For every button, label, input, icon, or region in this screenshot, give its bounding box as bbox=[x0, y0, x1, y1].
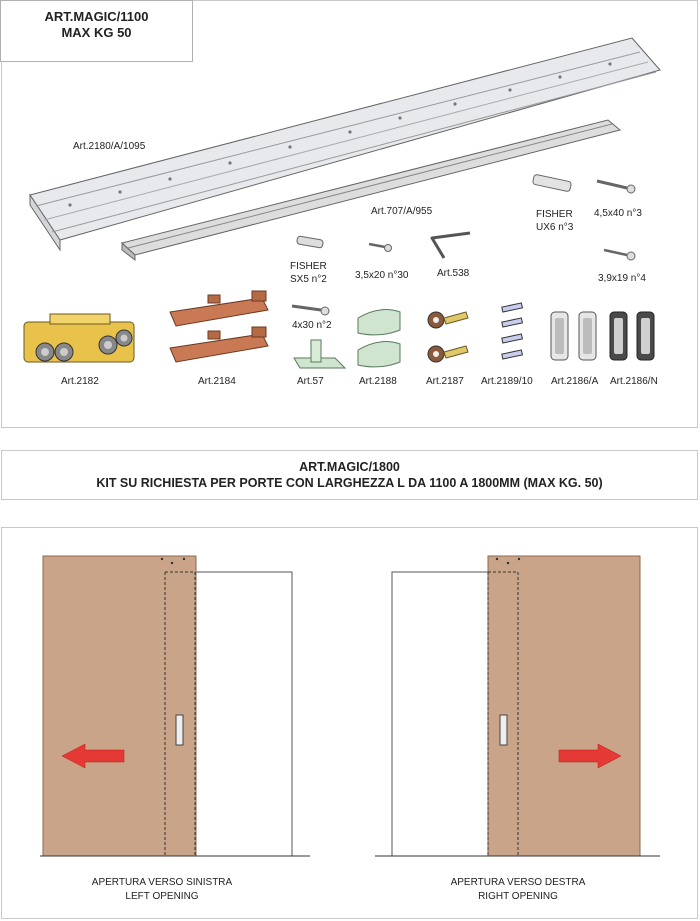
label-wheel-2187: Art.2187 bbox=[426, 376, 464, 387]
label-rail-short: Art.707/A/955 bbox=[371, 206, 433, 217]
label-rail-long: Art.2180/A/1095 bbox=[73, 141, 146, 152]
left-arrow-icon bbox=[61, 743, 125, 769]
right-caption-en: RIGHT OPENING bbox=[478, 891, 558, 902]
label-screw-35x20: 3,5x20 n°30 bbox=[355, 270, 409, 281]
cover-2188-drawing bbox=[357, 309, 401, 368]
right-door-handle bbox=[499, 714, 508, 746]
rail-short-drawing bbox=[120, 119, 622, 262]
guide-57-drawing bbox=[293, 339, 347, 369]
carriage-2182-drawing bbox=[23, 313, 135, 363]
kit-description: KIT SU RICHIESTA PER PORTE CON LARGHEZZA… bbox=[96, 476, 603, 490]
label-cover-2188: Art.2188 bbox=[359, 376, 397, 387]
wheel-2187-drawing bbox=[427, 311, 469, 363]
left-caption-it: APERTURA VERSO SINISTRA bbox=[91, 877, 233, 888]
fisher-sx5-drawing bbox=[296, 235, 324, 249]
label-carriage-2182: Art.2182 bbox=[61, 376, 99, 387]
left-caption-en: LEFT OPENING bbox=[125, 891, 199, 902]
label-allen-key: Art.538 bbox=[437, 268, 470, 279]
rail-long-drawing bbox=[29, 37, 661, 252]
screw-39x19-drawing bbox=[603, 248, 636, 261]
kit-title: ART.MAGIC/1800 bbox=[299, 460, 400, 474]
screw-4x30-drawing bbox=[291, 304, 330, 316]
right-arrow-icon bbox=[558, 743, 622, 769]
label-fisher-ux6-qty: UX6 n°3 bbox=[536, 222, 574, 233]
screw-35x20-drawing bbox=[368, 242, 392, 252]
label-handle-2186a: Art.2186/A bbox=[551, 376, 599, 387]
kit-info-box: ART.MAGIC/1800 KIT SU RICHIESTA PER PORT… bbox=[1, 450, 698, 500]
handle-2186a-drawing bbox=[550, 311, 597, 361]
left-door-panel bbox=[42, 555, 197, 857]
right-caption-it: APERTURA VERSO DESTRA bbox=[450, 877, 586, 888]
allen-key-drawing bbox=[430, 231, 471, 259]
left-opening-diagram bbox=[40, 555, 310, 857]
label-handle-2186n: Art.2186/N bbox=[610, 376, 658, 387]
label-fisher-ux6-name: FISHER bbox=[536, 209, 573, 220]
label-screw-4x30: 4x30 n°2 bbox=[292, 320, 332, 331]
product-title-box: ART.MAGIC/1100 MAX KG 50 bbox=[0, 0, 193, 62]
right-opening-caption: APERTURA VERSO DESTRA RIGHT OPENING bbox=[418, 876, 618, 904]
label-fisher-sx5-qty: SX5 n°2 bbox=[290, 274, 327, 285]
plates-2189-drawing bbox=[501, 302, 523, 360]
label-guide-57: Art.57 bbox=[297, 376, 324, 387]
right-opening-diagram bbox=[375, 555, 660, 857]
fisher-ux6-drawing bbox=[532, 174, 572, 192]
label-screw-45x40: 4,5x40 n°3 bbox=[594, 208, 642, 219]
product-title: ART.MAGIC/1100 bbox=[44, 9, 149, 24]
left-opening-caption: APERTURA VERSO SINISTRA LEFT OPENING bbox=[62, 876, 262, 904]
label-fisher-sx5-name: FISHER bbox=[290, 261, 327, 272]
stopper-2184-drawing bbox=[169, 290, 269, 363]
label-screw-39x19: 3,9x19 n°4 bbox=[598, 273, 646, 284]
left-door-handle bbox=[175, 714, 184, 746]
label-plates-2189: Art.2189/10 bbox=[481, 376, 533, 387]
handle-2186n-drawing bbox=[609, 311, 655, 361]
right-door-panel bbox=[487, 555, 641, 857]
product-capacity: MAX KG 50 bbox=[61, 25, 132, 40]
label-stopper-2184: Art.2184 bbox=[198, 376, 236, 387]
screw-45x40-drawing bbox=[596, 179, 636, 194]
